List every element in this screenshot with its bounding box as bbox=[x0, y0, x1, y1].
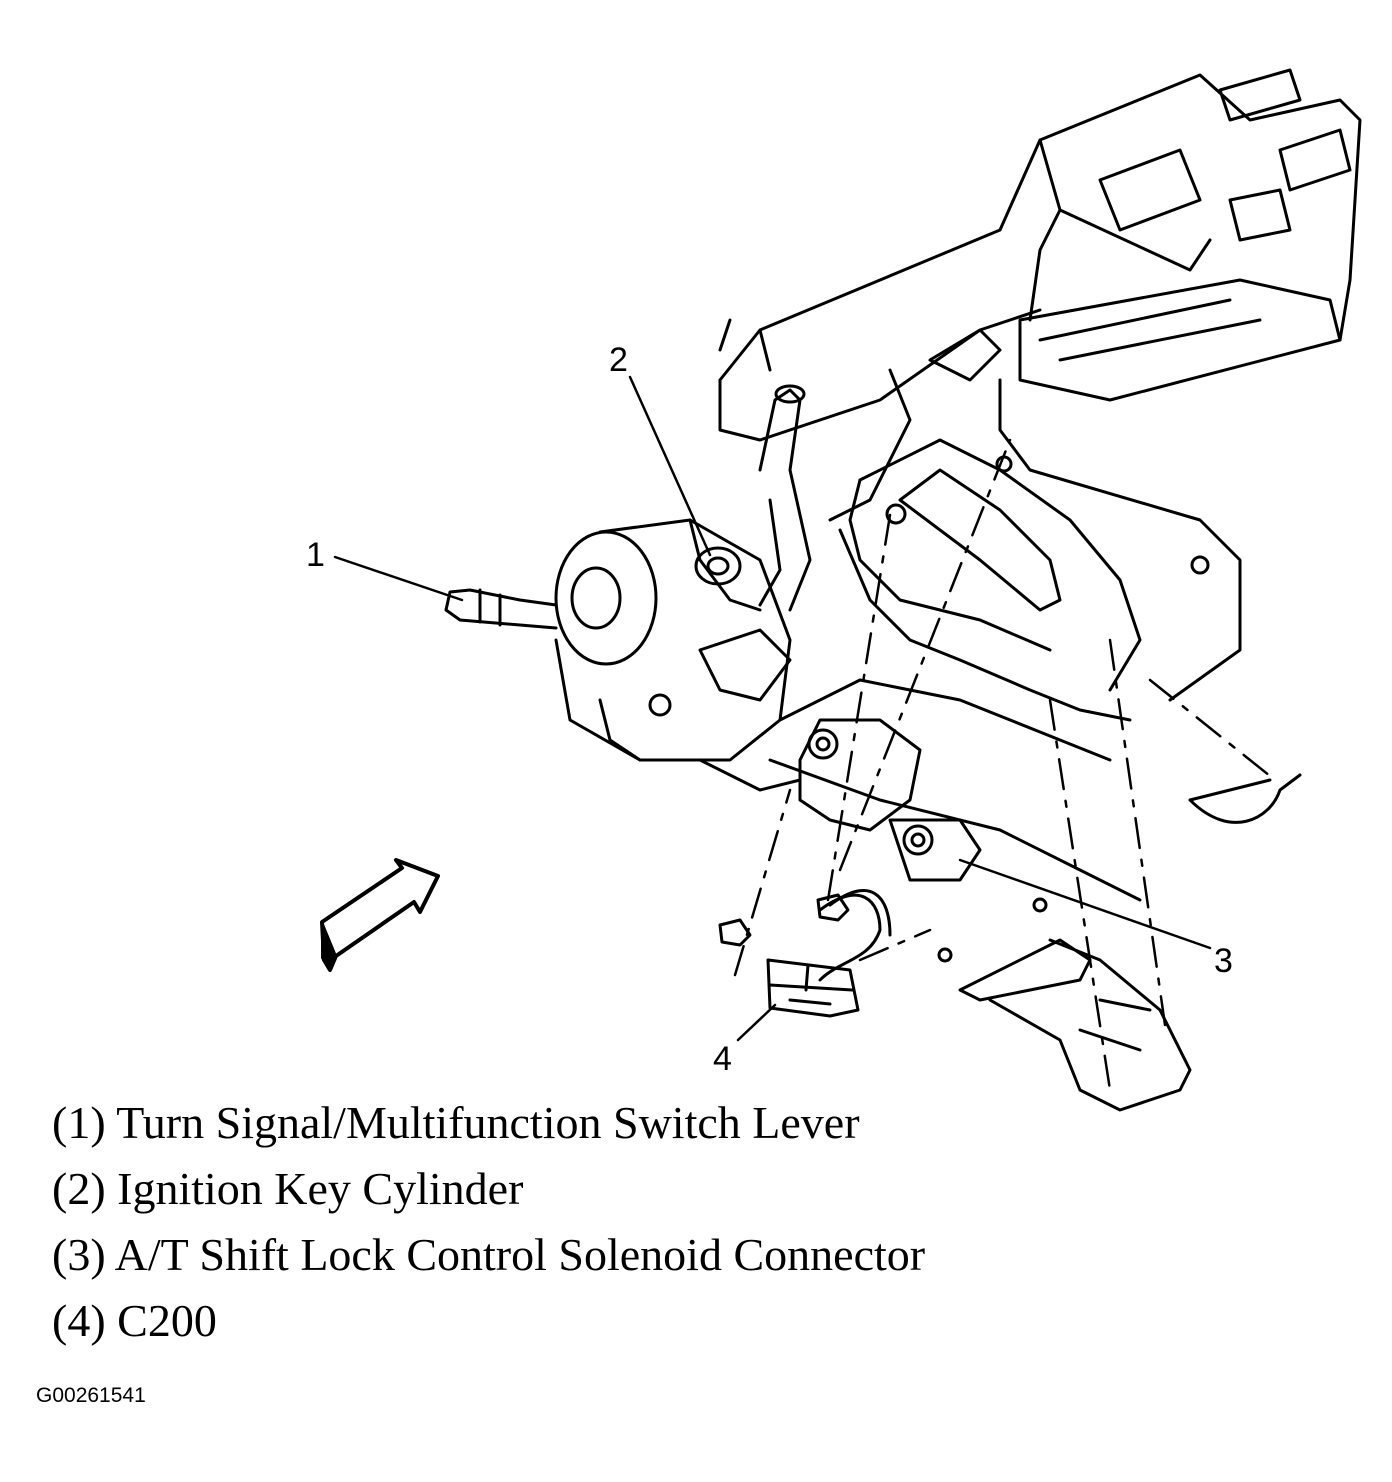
callout-1: 1 bbox=[306, 536, 325, 574]
legend-item: (1) Turn Signal/Multifunction Switch Lev… bbox=[52, 1097, 860, 1148]
leader-line-2 bbox=[630, 377, 710, 555]
legend-item: (4) C200 bbox=[52, 1295, 217, 1346]
shift-lever bbox=[760, 386, 810, 610]
leader-line-3 bbox=[960, 860, 1210, 948]
leader-line-1 bbox=[335, 557, 462, 600]
instrument-panel-structure bbox=[720, 70, 1360, 700]
callout-2: 2 bbox=[609, 341, 628, 379]
figure-id: G00261541 bbox=[36, 1384, 146, 1407]
shift-lock-area bbox=[800, 720, 1046, 980]
c200-connector bbox=[768, 960, 858, 1016]
switch-housing bbox=[556, 520, 800, 790]
legend-item: (2) Ignition Key Cylinder bbox=[52, 1163, 524, 1214]
steering-column bbox=[770, 440, 1190, 1110]
leader-line-4 bbox=[738, 1005, 775, 1040]
callout-3: 3 bbox=[1214, 942, 1233, 980]
legend-item: (3) A/T Shift Lock Control Solenoid Conn… bbox=[52, 1229, 926, 1280]
legend: (1) Turn Signal/Multifunction Switch Lev… bbox=[52, 1090, 925, 1354]
nuts bbox=[720, 457, 1300, 945]
view-direction-arrow-icon bbox=[322, 860, 438, 970]
turn-signal-lever bbox=[446, 590, 556, 628]
leader-lines bbox=[335, 377, 1210, 1040]
callout-4: 4 bbox=[713, 1040, 732, 1078]
assembly-lines bbox=[735, 440, 1275, 1090]
